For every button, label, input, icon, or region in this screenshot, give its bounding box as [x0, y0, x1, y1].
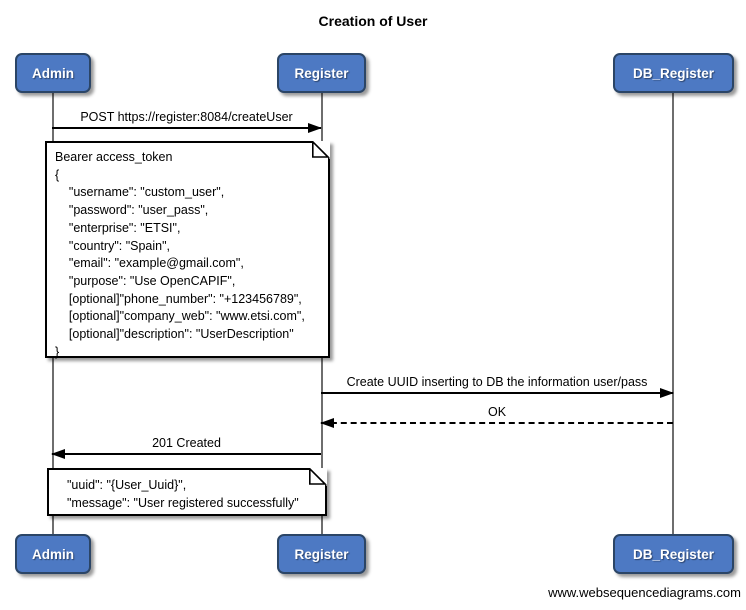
arrowhead-right-icon: [308, 123, 322, 133]
note-line: "message": "User registered successfully…: [67, 495, 299, 510]
note-line: "purpose": "Use OpenCAPIF",: [55, 273, 236, 288]
actor-admin-bottom: Admin: [15, 534, 91, 574]
note-line: "enterprise": "ETSI",: [55, 220, 181, 235]
actor-db-register-bottom: DB_Register: [613, 534, 734, 574]
actor-label: Register: [294, 546, 349, 562]
message-label: Create UUID inserting to DB the informat…: [346, 375, 648, 389]
message-label: POST https://register:8084/createUser: [80, 110, 293, 124]
note-line: "email": "example@gmail.com",: [55, 256, 244, 271]
actor-label: Register: [294, 65, 349, 81]
note-line: Bearer access_token: [55, 150, 173, 164]
actor-label: DB_Register: [632, 65, 715, 81]
message-label: OK: [487, 405, 507, 419]
message-line: [52, 127, 321, 129]
note-line: "uuid": "{User_Uuid}",: [67, 478, 187, 492]
note-fold-corner-icon: [309, 468, 327, 486]
arrowhead-left-icon: [320, 418, 334, 428]
note-request-body: Bearer access_token { "username": "custo…: [45, 141, 330, 359]
diagram-title: Creation of User: [318, 13, 428, 29]
lifeline-db-register: [672, 92, 674, 535]
note-response-body: "uuid": "{User_Uuid}", "message": "User …: [47, 468, 327, 516]
message-line: [321, 392, 673, 394]
note-line: "country": "Spain",: [55, 238, 171, 253]
actor-label: DB_Register: [632, 546, 715, 562]
message-line-dashed: [321, 422, 673, 424]
actor-label: Admin: [32, 546, 74, 562]
message-label: 201 Created: [152, 436, 221, 450]
arrowhead-left-icon: [51, 449, 65, 459]
note-line: [optional]"company_web": "www.etsi.com",: [55, 309, 305, 324]
note-line: "password": "user_pass",: [55, 203, 209, 218]
actor-label: Admin: [32, 65, 74, 81]
actor-register-top: Register: [277, 53, 366, 93]
watermark-text: www.websequencediagrams.com: [548, 585, 741, 600]
arrowhead-right-icon: [660, 388, 674, 398]
message-line: [52, 453, 321, 455]
actor-db-register-top: DB_Register: [613, 53, 734, 93]
note-fold-corner-icon: [312, 141, 330, 159]
note-line: "username": "custom_user",: [55, 185, 225, 200]
note-line: [optional]"phone_number": "+123456789",: [55, 291, 302, 306]
note-line: }: [55, 344, 60, 359]
note-line: [optional]"description": "UserDescriptio…: [55, 327, 294, 342]
note-line: {: [55, 167, 60, 182]
actor-admin-top: Admin: [15, 53, 91, 93]
actor-register-bottom: Register: [277, 534, 366, 574]
